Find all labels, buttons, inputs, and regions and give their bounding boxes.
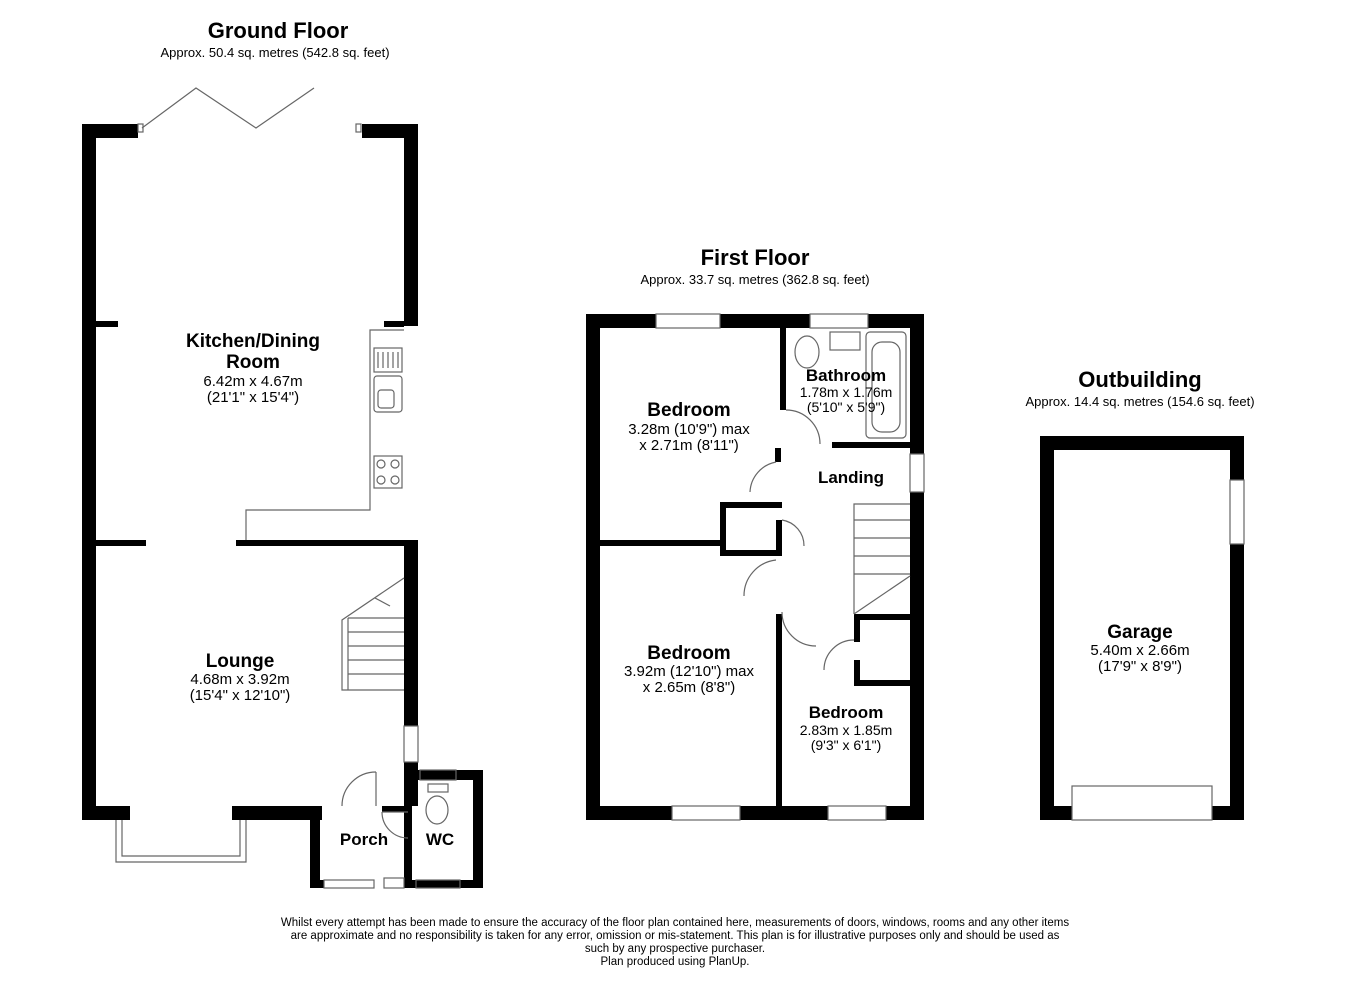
bedroom-2-dimensions-line1: 3.92m (12'10") max	[624, 663, 754, 680]
kitchen-label-line1: Kitchen/Dining	[185, 331, 321, 352]
bedroom-2-label: Bedroom	[647, 643, 731, 664]
outbuilding-area: Approx. 14.4 sq. metres (154.6 sq. feet)	[1025, 394, 1255, 409]
outbuilding-title: Outbuilding	[1078, 367, 1202, 392]
bedroom-1-label: Bedroom	[647, 400, 731, 421]
lounge-dimensions-metric: 4.68m x 3.92m	[190, 671, 290, 688]
garage-label: Garage	[1107, 622, 1173, 643]
walls	[82, 124, 1244, 888]
garage-dimensions-imperial: (17'9" x 8'9")	[1098, 658, 1182, 675]
disclaimer-line-4: Plan produced using PlanUp.	[600, 956, 750, 968]
disclaimer: Whilst every attempt has been made to en…	[150, 917, 1200, 969]
bedroom-3-dimensions-imperial: (9'3" x 6'1")	[810, 737, 882, 753]
kitchen-dimensions-metric: 6.42m x 4.67m	[203, 373, 303, 390]
ground-floor-area: Approx. 50.4 sq. metres (542.8 sq. feet)	[160, 45, 390, 60]
bathroom-dimensions-imperial: (5'10" x 5'9")	[806, 399, 886, 415]
garage-dimensions-metric: 5.40m x 2.66m	[1090, 642, 1190, 659]
bedroom-1-dimensions-line2: x 2.71m (8'11")	[639, 437, 739, 454]
bedroom-2-dimensions-line2: x 2.65m (8'8")	[642, 679, 736, 696]
bedroom-1-dimensions-line1: 3.28m (10'9") max	[628, 421, 750, 438]
kitchen-label-line2: Room	[226, 352, 280, 373]
bedroom-3-label: Bedroom	[808, 703, 884, 722]
first-floor-area: Approx. 33.7 sq. metres (362.8 sq. feet)	[640, 272, 870, 287]
porch-label: Porch	[339, 830, 389, 849]
disclaimer-line-1: Whilst every attempt has been made to en…	[280, 917, 1070, 929]
disclaimer-line-2: are approximate and no responsibility is…	[290, 930, 1060, 942]
bedroom-3-dimensions-metric: 2.83m x 1.85m	[799, 722, 893, 738]
kitchen-dimensions-imperial: (21'1" x 15'4")	[206, 389, 300, 406]
lounge-dimensions-imperial: (15'4" x 12'10")	[189, 687, 291, 704]
wc-label: WC	[425, 830, 455, 849]
ground-floor-title: Ground Floor	[207, 18, 349, 43]
lounge-label: Lounge	[205, 651, 275, 672]
bathroom-label: Bathroom	[805, 366, 887, 385]
first-floor-title: First Floor	[700, 245, 810, 270]
bathroom-dimensions-metric: 1.78m x 1.76m	[799, 384, 893, 400]
fixtures	[115, 87, 1245, 889]
disclaimer-line-3: such by any prospective purchaser.	[584, 943, 766, 955]
landing-label: Landing	[817, 468, 885, 487]
